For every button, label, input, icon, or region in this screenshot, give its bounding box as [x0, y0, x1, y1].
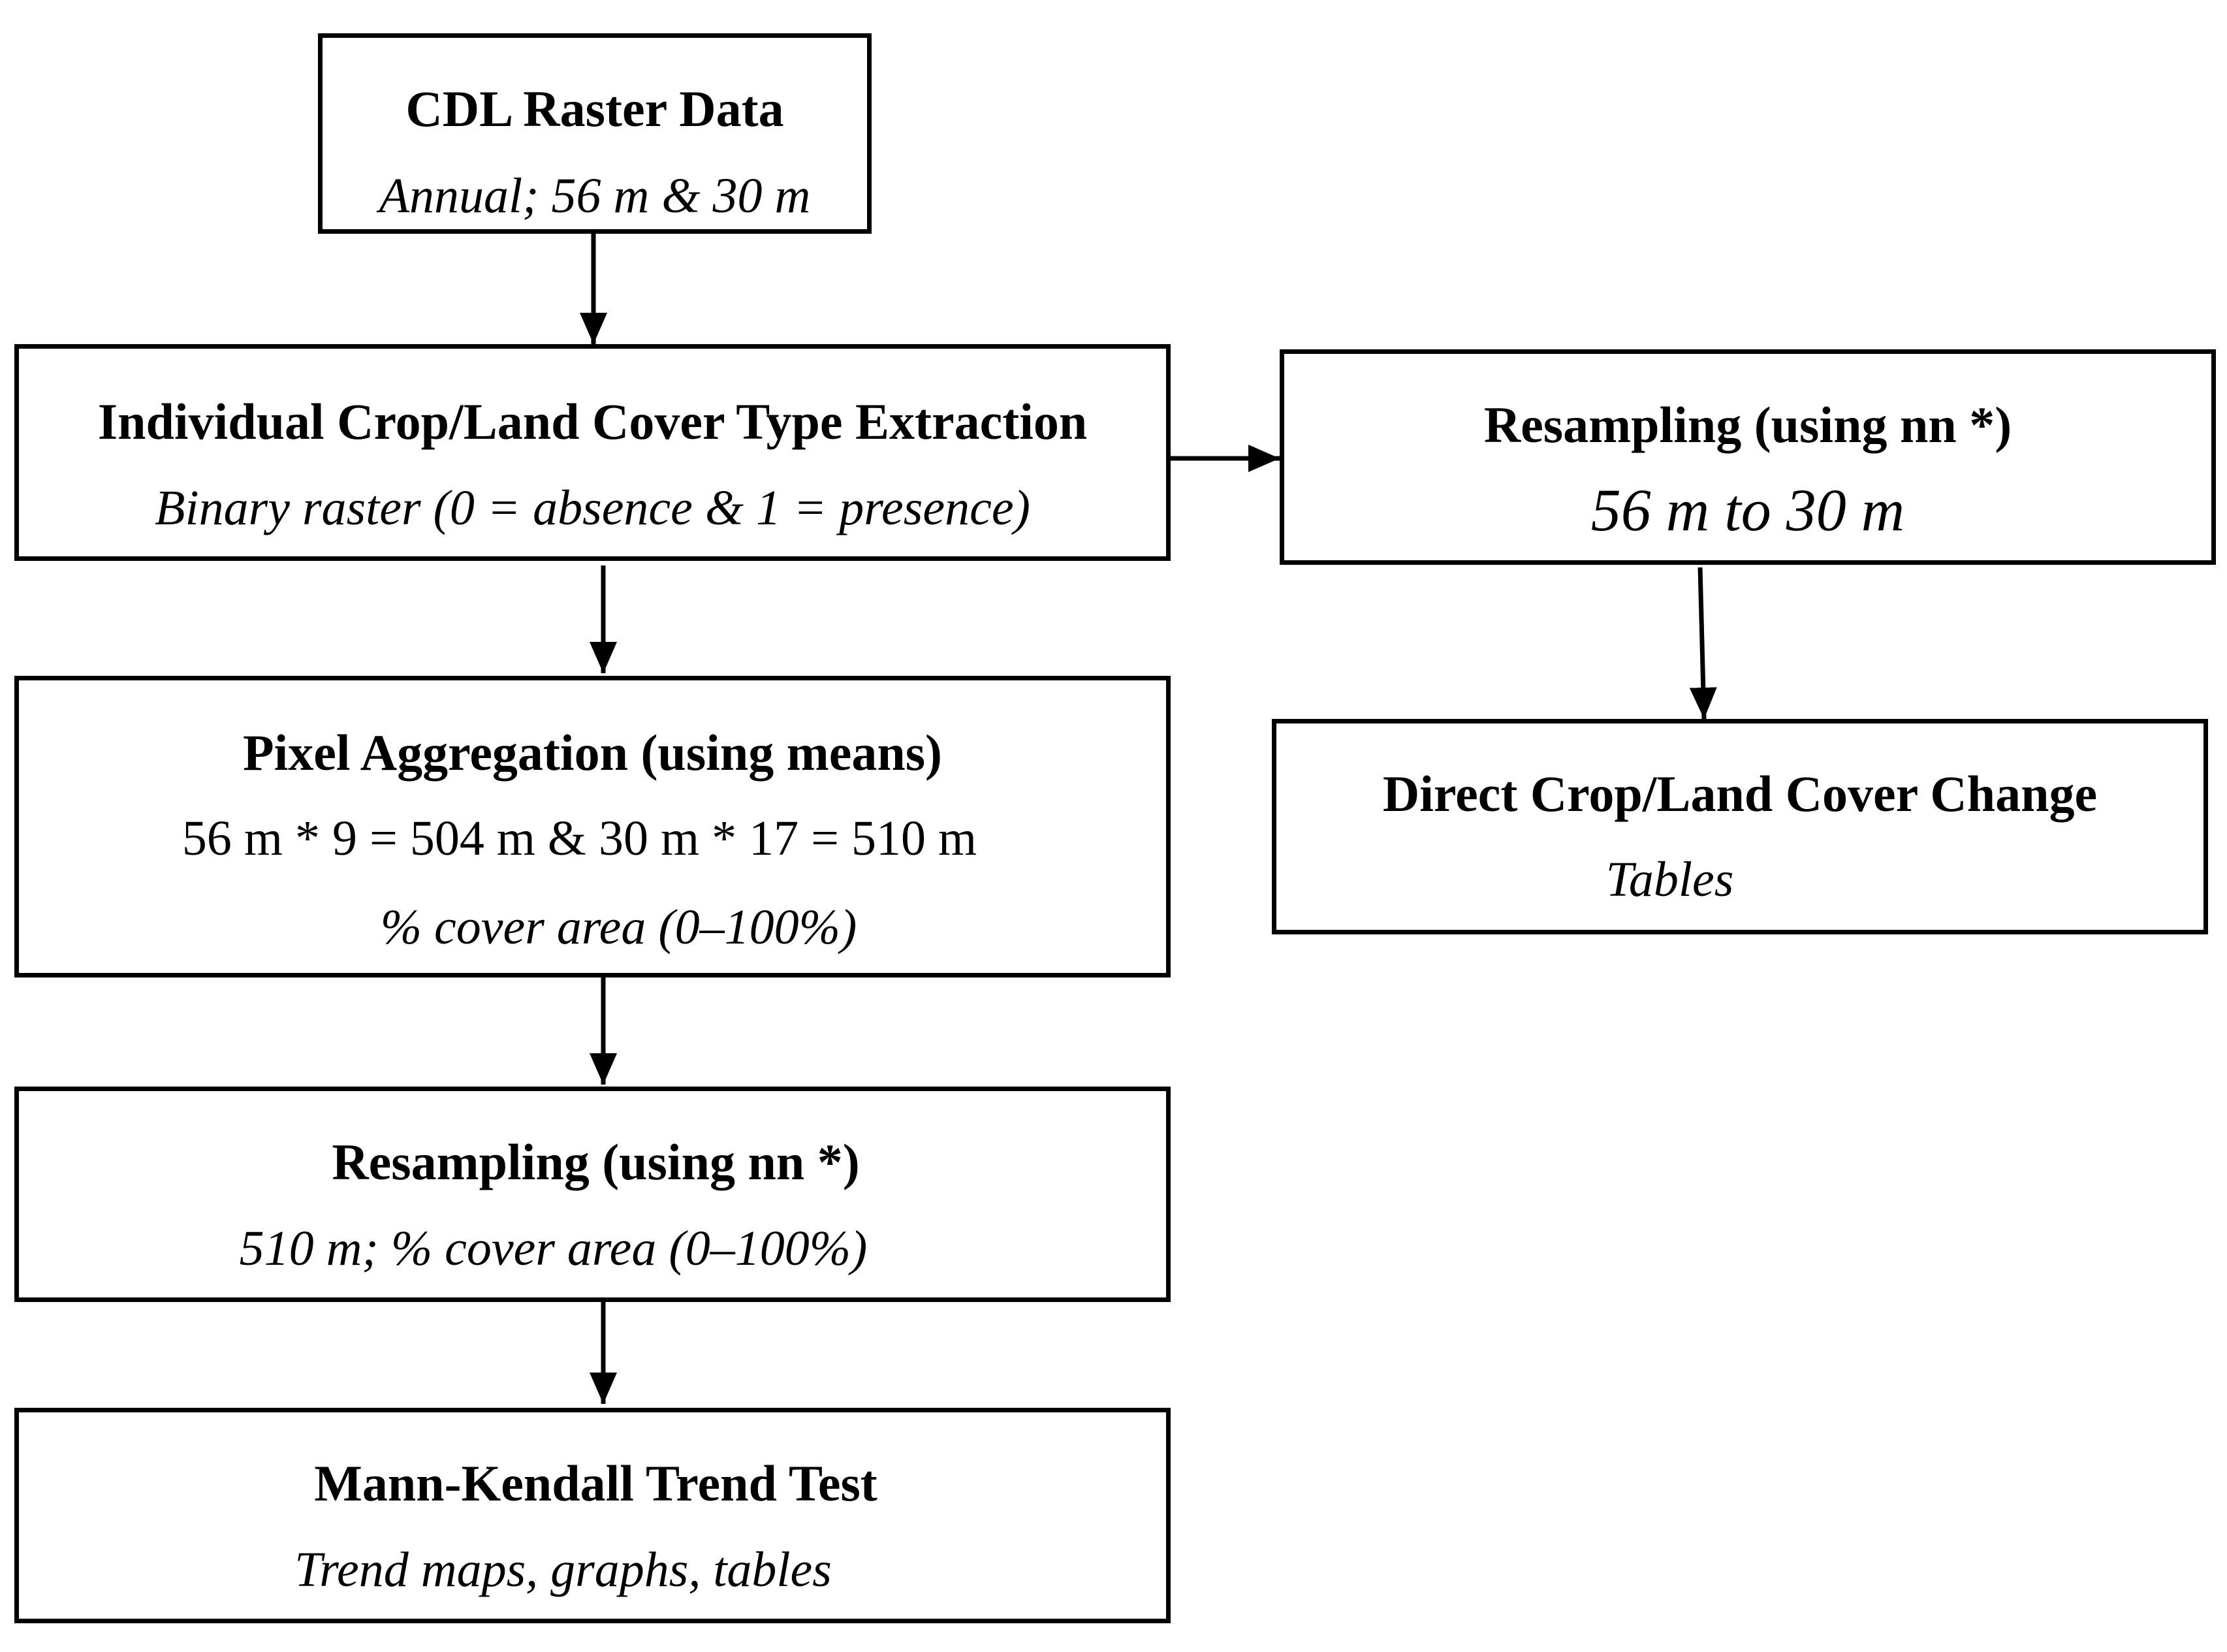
node-extraction-title: Individual Crop/Land Cover Type Extracti… [97, 393, 1088, 450]
node-cdl-title: CDL Raster Data [405, 80, 784, 137]
node-extraction-subtitle: Binary raster (0 = absence & 1 = presenc… [155, 481, 1030, 535]
node-mann-kendall: Mann-Kendall Trend Test Trend maps, grap… [14, 1408, 1171, 1623]
node-resampling-left: Resampling (using nn *) 510 m; % cover a… [14, 1087, 1171, 1302]
node-direct-change: Direct Crop/Land Cover Change Tables [1272, 719, 2208, 934]
node-direct-change-subtitle: Tables [1605, 852, 1734, 907]
node-resampling-right: Resampling (using nn *) 56 m to 30 m [1280, 349, 2216, 565]
node-cdl-raster-data: CDL Raster Data Annual; 56 m & 30 m [318, 33, 872, 234]
node-mann-kendall-subtitle: Trend maps, graphs, tables [294, 1542, 832, 1597]
node-pixel-aggregation: Pixel Aggregation (using means) 56 m * 9… [14, 676, 1171, 977]
node-extraction: Individual Crop/Land Cover Type Extracti… [14, 344, 1171, 561]
node-aggregation-title: Pixel Aggregation (using means) [242, 724, 943, 781]
node-direct-change-title: Direct Crop/Land Cover Change [1382, 765, 2098, 822]
node-resampling-right-title: Resampling (using nn *) [1483, 396, 2012, 453]
node-aggregation-cover: % cover area (0–100%) [380, 900, 857, 955]
node-mann-kendall-title: Mann-Kendall Trend Test [314, 1455, 877, 1512]
node-resampling-left-subtitle: 510 m; % cover area (0–100%) [239, 1221, 868, 1276]
arrow-resample-right-to-direct-change [1689, 567, 1717, 720]
node-resampling-left-title: Resampling (using nn *) [332, 1134, 860, 1190]
node-aggregation-formula: 56 m * 9 = 504 m & 30 m * 17 = 510 m [182, 811, 977, 866]
node-resampling-right-subtitle: 56 m to 30 m [1590, 477, 1905, 543]
node-cdl-subtitle: Annual; 56 m & 30 m [379, 168, 811, 223]
